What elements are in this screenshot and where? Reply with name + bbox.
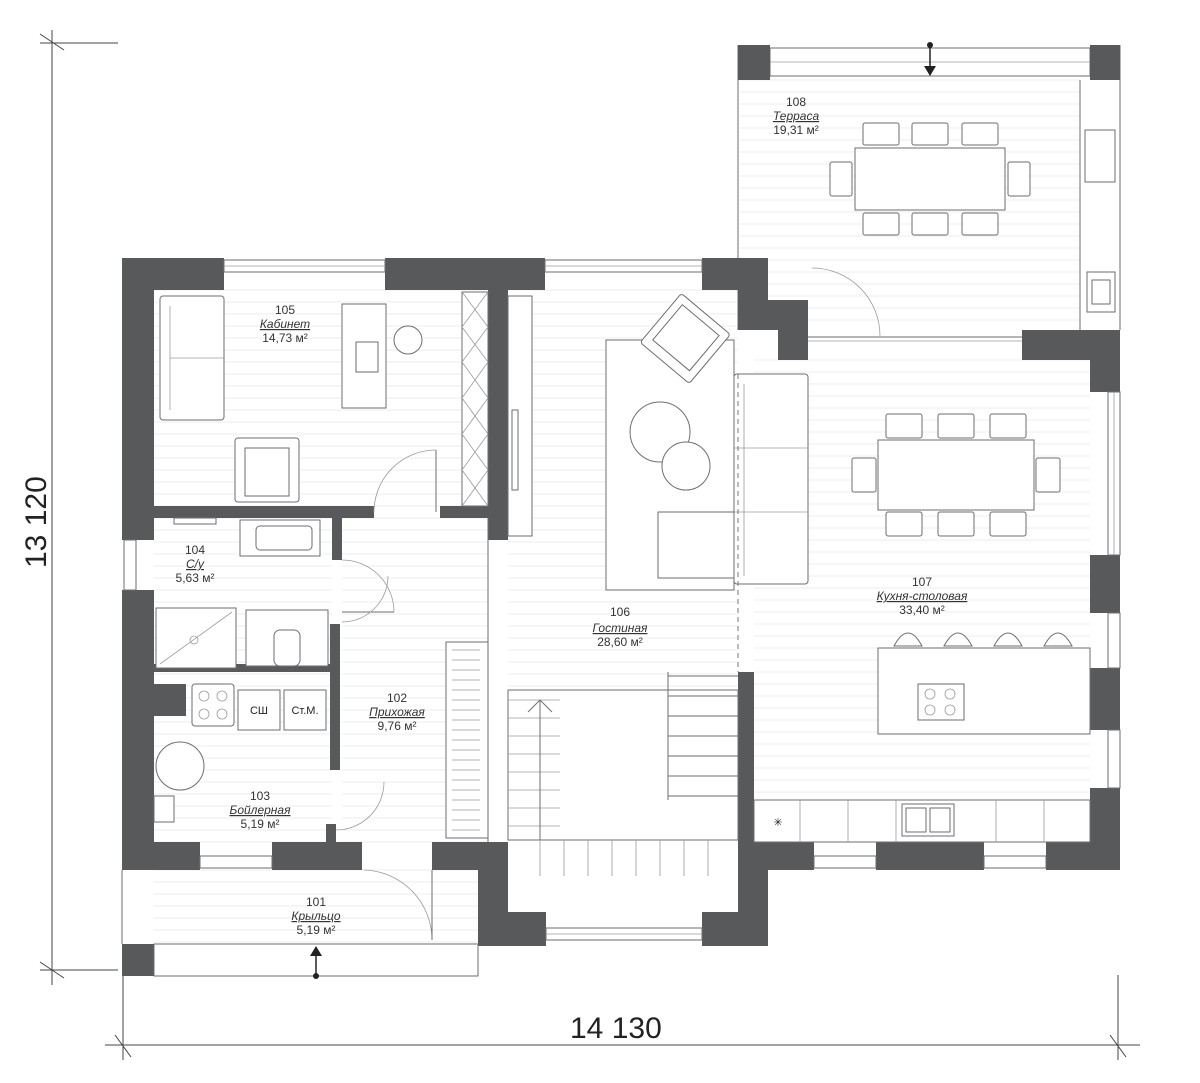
windows (123, 259, 1121, 941)
room-label-106: 106 Гостиная 28,60 м² (593, 605, 648, 649)
room-label-105: 105 Кабинет 14,73 м² (260, 303, 310, 345)
svg-text:Крыльцо: Крыльцо (291, 909, 341, 923)
room-labels: 101 Крыльцо 5,19 м² 102 Прихожая 9,76 м²… (176, 95, 968, 937)
svg-text:Бойлерная: Бойлерная (230, 803, 292, 817)
svg-text:С/у: С/у (186, 557, 205, 571)
cabinet-furniture (159, 291, 489, 513)
svg-text:103: 103 (250, 789, 270, 803)
porch (121, 869, 479, 979)
dimension-horizontal: 14 130 (105, 975, 1140, 1060)
staircase (508, 672, 738, 876)
svg-text:5,19 м²: 5,19 м² (297, 923, 336, 937)
room-label-101: 101 Крыльцо 5,19 м² (291, 895, 341, 937)
svg-text:Терраса: Терраса (773, 109, 820, 123)
room-label-104: 104 С/у 5,63 м² (176, 543, 215, 585)
svg-text:Прихожая: Прихожая (369, 705, 425, 719)
height-dimension-label: 13 120 (20, 476, 53, 568)
svg-text:19,31 м²: 19,31 м² (773, 123, 819, 137)
svg-text:106: 106 (610, 605, 630, 619)
terrace-entry-arrow (924, 42, 936, 76)
kitchen-star-symbol: ✳ (773, 817, 782, 829)
svg-text:Кабинет: Кабинет (260, 317, 310, 331)
hall-fixtures (341, 518, 489, 842)
svg-text:28,60 м²: 28,60 м² (597, 635, 643, 649)
room-label-108: 108 Терраса 19,31 м² (773, 95, 820, 137)
svg-text:105: 105 (275, 303, 295, 317)
kitchen-furniture: ✳ (753, 413, 1091, 843)
bathroom-fixtures (155, 517, 395, 669)
terrace-dining-table (829, 122, 1031, 236)
room-label-103: 103 Бойлерная 5,19 м² (230, 789, 292, 831)
svg-text:5,63 м²: 5,63 м² (176, 571, 215, 585)
room-label-107: 107 Кухня-столовая 33,40 м² (877, 575, 968, 617)
svg-text:107: 107 (912, 575, 932, 589)
living-room-furniture (507, 294, 809, 876)
svg-text:14,73 м²: 14,73 м² (262, 331, 308, 345)
boiler-room-fixtures: СШ Ст.М. (153, 683, 385, 831)
svg-text:9,76 м²: 9,76 м² (378, 719, 417, 733)
svg-text:5,19 м²: 5,19 м² (241, 817, 280, 831)
washer-box (283, 689, 327, 731)
dimension-vertical: 13 120 (20, 30, 118, 985)
dryer-label: СШ (250, 705, 268, 717)
svg-text:Гостиная: Гостиная (593, 621, 648, 635)
svg-text:108: 108 (786, 95, 806, 109)
washer-label: Ст.М. (291, 705, 318, 717)
walls (122, 45, 1120, 976)
svg-text:101: 101 (306, 895, 326, 909)
svg-text:33,40 м²: 33,40 м² (899, 603, 945, 617)
terrace-door-swing (811, 267, 881, 337)
room-label-102: 102 Прихожая 9,76 м² (369, 691, 425, 733)
svg-text:Кухня-столовая: Кухня-столовая (877, 589, 968, 603)
dryer-box (237, 689, 281, 731)
svg-text:104: 104 (185, 543, 205, 557)
width-dimension-label: 14 130 (570, 1012, 662, 1045)
svg-text:102: 102 (387, 691, 407, 705)
